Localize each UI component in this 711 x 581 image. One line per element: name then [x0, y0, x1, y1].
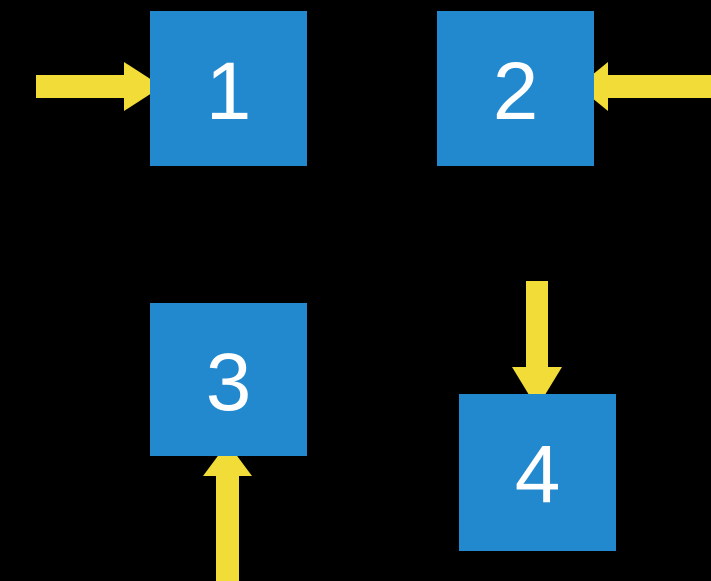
node-box-3[interactable]: 3 [150, 303, 307, 456]
node-box-4[interactable]: 4 [459, 394, 616, 551]
node-box-2[interactable]: 2 [437, 11, 594, 166]
arrow-down-shape [512, 281, 562, 408]
node-box-1[interactable]: 1 [150, 11, 307, 166]
arrow-down-into-node-4 [512, 281, 562, 408]
arrow-left-into-node-2 [578, 62, 711, 111]
arrow-left-shape [578, 62, 711, 111]
arrow-right-shape [36, 62, 162, 111]
arrow-up-into-node-3 [203, 443, 252, 581]
arrow-up-shape [203, 443, 252, 581]
arrow-right-into-node-1 [36, 62, 162, 111]
node-label-3: 3 [205, 337, 252, 428]
node-label-4: 4 [514, 429, 561, 520]
node-label-2: 2 [492, 46, 539, 137]
node-label-1: 1 [205, 46, 252, 137]
